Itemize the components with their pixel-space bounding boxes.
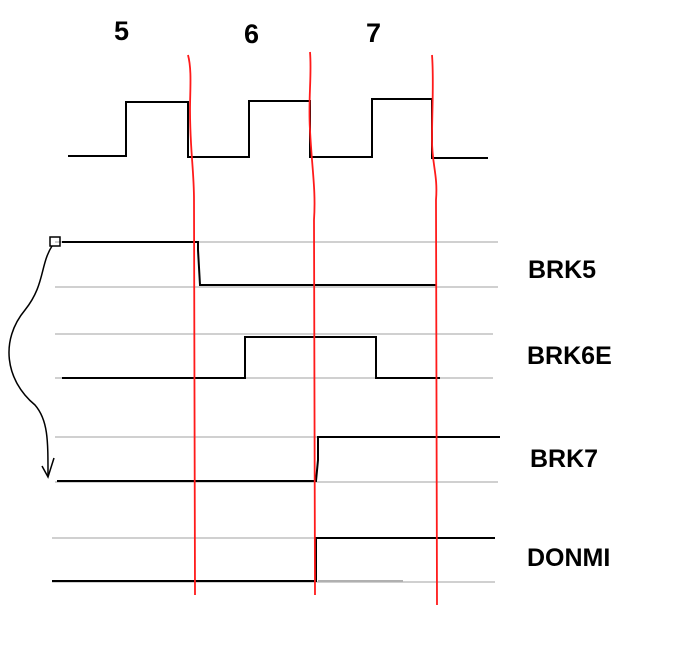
boundary-marker-5-6 bbox=[187, 54, 196, 596]
boundary-marker-7-end bbox=[431, 54, 438, 606]
signal-label-brk5: BRK5 bbox=[528, 256, 596, 284]
brk6e-waveform bbox=[62, 336, 440, 379]
brk7-waveform bbox=[57, 436, 500, 482]
cycle-label-6: 6 bbox=[244, 19, 259, 49]
arrowhead-icon bbox=[41, 457, 55, 479]
curved-arrow-icon bbox=[8, 245, 53, 476]
clock-waveform bbox=[68, 98, 488, 159]
cycle-label-5: 5 bbox=[114, 16, 129, 46]
boundary-marker-6-7 bbox=[308, 51, 316, 596]
signal-label-donmi: DONMI bbox=[527, 544, 610, 572]
brk5-waveform bbox=[62, 241, 437, 286]
cycle-boundary-markers bbox=[187, 51, 438, 606]
start-marker-icon bbox=[49, 236, 61, 247]
cycle-label-7: 7 bbox=[366, 18, 381, 48]
signal-label-brk7: BRK7 bbox=[530, 445, 598, 473]
donmi-waveform bbox=[52, 537, 495, 582]
guide-lines bbox=[52, 241, 498, 583]
signal-label-brk6e: BRK6E bbox=[527, 342, 612, 370]
